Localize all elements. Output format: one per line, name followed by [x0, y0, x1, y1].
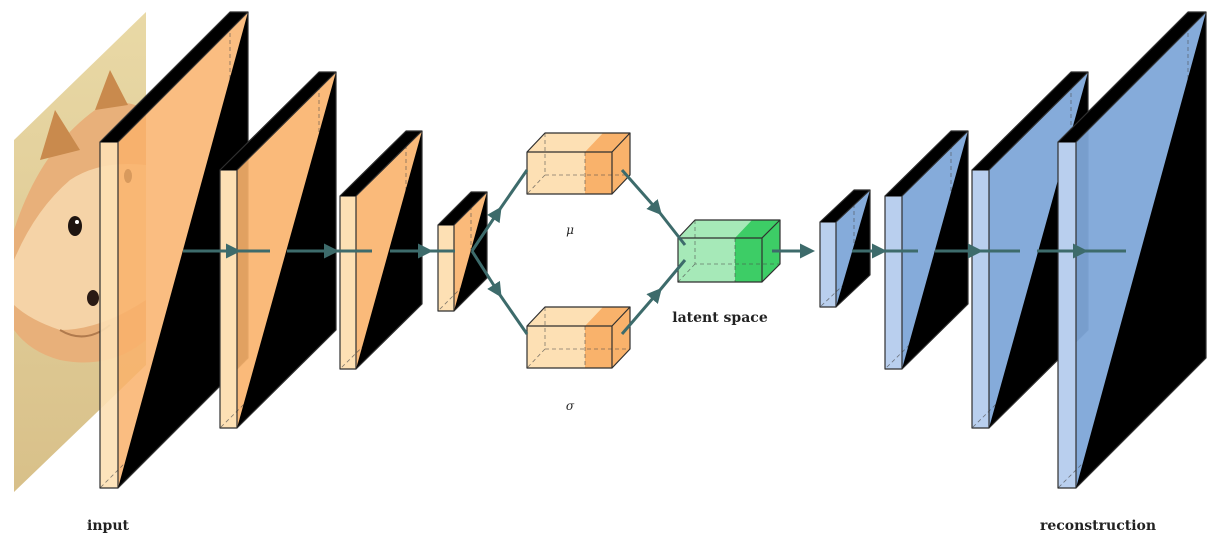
- input-label: input: [87, 518, 129, 534]
- encoder-layer-4: [437, 191, 488, 312]
- mu-block: [526, 132, 631, 195]
- sigma-block: [526, 306, 631, 369]
- latent-space-block: [677, 219, 781, 283]
- encoder-layer-2: [219, 71, 337, 429]
- arrow-mu-to-latent-b: [658, 212, 687, 246]
- arrow-sigma-to-latent-b: [658, 259, 687, 291]
- arrow-mu-to-latent: [620, 169, 662, 216]
- mu-label: μ: [566, 223, 574, 237]
- arrow-sigma-to-latent: [620, 287, 662, 335]
- split-arrows: [470, 169, 687, 335]
- decoder-layer-1: [819, 189, 871, 308]
- arrow-to-sigma: [470, 250, 502, 298]
- decoder-layer-4: [1057, 11, 1207, 489]
- arrow-to-mu-b: [498, 169, 529, 210]
- sigma-label: σ: [566, 399, 575, 413]
- latent-space-label: latent space: [672, 310, 768, 326]
- reconstruction-label: reconstruction: [1040, 518, 1156, 534]
- arrow-to-mu: [470, 206, 502, 252]
- encoder-layer-3: [339, 130, 423, 370]
- arrow-to-sigma-b: [498, 294, 529, 335]
